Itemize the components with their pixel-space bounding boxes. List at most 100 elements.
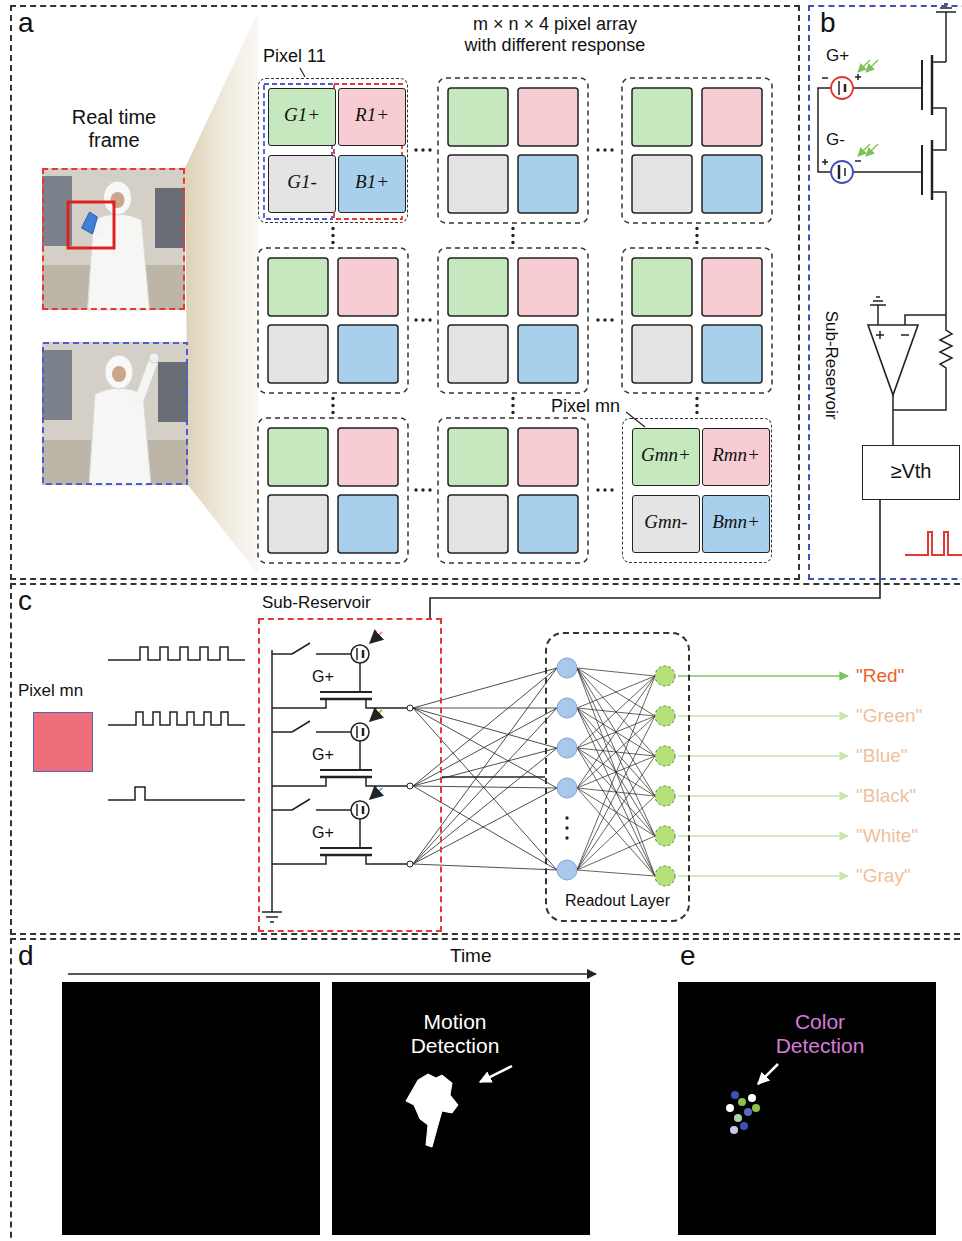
readout-weight bbox=[577, 748, 655, 836]
wire bbox=[932, 108, 946, 150]
output-arrow bbox=[678, 715, 848, 717]
battery-plate bbox=[356, 804, 358, 816]
readout-weight bbox=[577, 716, 655, 788]
battery-plate bbox=[838, 81, 840, 95]
comparator-box: ≥Vth bbox=[862, 445, 960, 500]
wire bbox=[272, 855, 326, 864]
ellipsis-dot bbox=[596, 488, 599, 491]
reservoir-link bbox=[413, 786, 557, 870]
ground-symbol bbox=[876, 296, 880, 298]
pixel-label: Gmn- bbox=[633, 511, 699, 533]
ellipsis-dot bbox=[511, 397, 514, 400]
threshold-label: ≥Vth bbox=[863, 460, 959, 483]
wire bbox=[932, 192, 946, 315]
ellipsis-dot bbox=[695, 234, 698, 237]
switch-blade bbox=[292, 721, 310, 732]
sub-pixel: R1+ bbox=[338, 88, 406, 146]
hidden-neuron bbox=[557, 698, 577, 718]
ellipsis-dot bbox=[414, 148, 417, 151]
ellipsis-dot bbox=[610, 318, 613, 321]
color-blob bbox=[740, 1122, 748, 1130]
sub-pixel: Gmn- bbox=[632, 495, 700, 553]
output-neuron bbox=[655, 866, 675, 886]
battery-plate bbox=[838, 165, 841, 179]
wire bbox=[272, 699, 326, 708]
group-heading: Readout Layer bbox=[547, 892, 688, 910]
panel-letter: b bbox=[820, 7, 836, 39]
hidden-neuron bbox=[557, 860, 577, 880]
photodiode bbox=[831, 77, 853, 99]
diode-label: G- bbox=[826, 130, 845, 150]
reservoir-link bbox=[413, 788, 557, 864]
projection-fan bbox=[185, 12, 258, 574]
wire bbox=[853, 87, 922, 89]
ellipsis-dot bbox=[428, 488, 431, 491]
panel-de: deMotion DetectionColor Detection bbox=[10, 938, 962, 1241]
sub-reservoir-box: Sub-Reservoir bbox=[258, 618, 442, 932]
panel-letter: a bbox=[18, 7, 34, 39]
sub-pixel bbox=[702, 258, 762, 316]
sub-pixel bbox=[518, 325, 578, 383]
battery-plate bbox=[356, 726, 358, 738]
wire bbox=[877, 305, 879, 325]
output-neuron bbox=[655, 786, 675, 806]
ellipsis-dot bbox=[414, 488, 417, 491]
light-arrow bbox=[370, 710, 382, 721]
battery-plate bbox=[356, 648, 358, 660]
readout-weight bbox=[577, 676, 655, 870]
photo-equipment bbox=[158, 362, 188, 422]
battery-plate bbox=[844, 84, 847, 92]
ellipsis-dot bbox=[421, 148, 424, 151]
pixel-name: Pixel mn bbox=[18, 681, 83, 701]
leader-line bbox=[626, 412, 645, 427]
readout-weight bbox=[577, 668, 655, 716]
ellipsis-dot bbox=[695, 227, 698, 230]
sub-pixel bbox=[632, 325, 692, 383]
sub-pixel: G1- bbox=[268, 155, 336, 213]
output-neuron bbox=[655, 826, 675, 846]
switch-blade bbox=[292, 643, 310, 654]
readout-weight bbox=[577, 668, 655, 836]
pixel-label: Gmn+ bbox=[633, 444, 699, 466]
sub-pixel bbox=[268, 495, 328, 553]
blue-glove bbox=[82, 212, 98, 234]
color-blob bbox=[730, 1126, 738, 1134]
readout-weight bbox=[577, 708, 655, 836]
transistor-channel bbox=[320, 698, 372, 701]
reservoir-link bbox=[413, 708, 557, 786]
ellipsis-dot bbox=[511, 404, 514, 407]
ellipsis-dot bbox=[511, 241, 514, 244]
callout-arrow bbox=[480, 1066, 512, 1082]
person-hood bbox=[105, 355, 133, 389]
image-caption: Color Detection bbox=[765, 1010, 875, 1058]
sub-pixel bbox=[702, 88, 762, 146]
spike-output bbox=[905, 532, 962, 555]
transistor-label: G+ bbox=[312, 824, 334, 842]
color-blob bbox=[752, 1104, 760, 1112]
readout-weight bbox=[577, 708, 655, 796]
output-arrow bbox=[678, 875, 848, 877]
sub-pixel bbox=[338, 428, 398, 486]
ellipsis-dot bbox=[414, 318, 417, 321]
readout-weight bbox=[577, 796, 655, 870]
panel-a: aReal time framePixel 11G1+R1+G1-B1+Pixe… bbox=[10, 5, 800, 580]
sub-pixel bbox=[518, 428, 578, 486]
ellipsis-dot bbox=[565, 826, 568, 829]
readout-weight bbox=[577, 748, 655, 796]
ellipsis-dot bbox=[331, 241, 334, 244]
motion-frame bbox=[332, 982, 590, 1235]
readout-weight bbox=[577, 716, 655, 870]
ellipsis-dot bbox=[331, 234, 334, 237]
minus-sign bbox=[901, 334, 909, 336]
pixel-group bbox=[622, 248, 772, 393]
ground-rail bbox=[271, 650, 273, 912]
transistor-channel bbox=[320, 776, 372, 779]
ellipsis-dot bbox=[428, 148, 431, 151]
wire bbox=[853, 171, 922, 173]
pixel-group: Pixel mnGmn+Rmn+Gmn-Bmn+ bbox=[622, 418, 772, 563]
pixel-group: Pixel 11G1+R1+G1-B1+ bbox=[258, 78, 408, 223]
color-image: Color Detection bbox=[678, 982, 936, 1235]
light-arrow bbox=[866, 60, 878, 72]
ellipsis-dot bbox=[331, 411, 334, 414]
sub-pixel: Gmn+ bbox=[632, 428, 700, 486]
